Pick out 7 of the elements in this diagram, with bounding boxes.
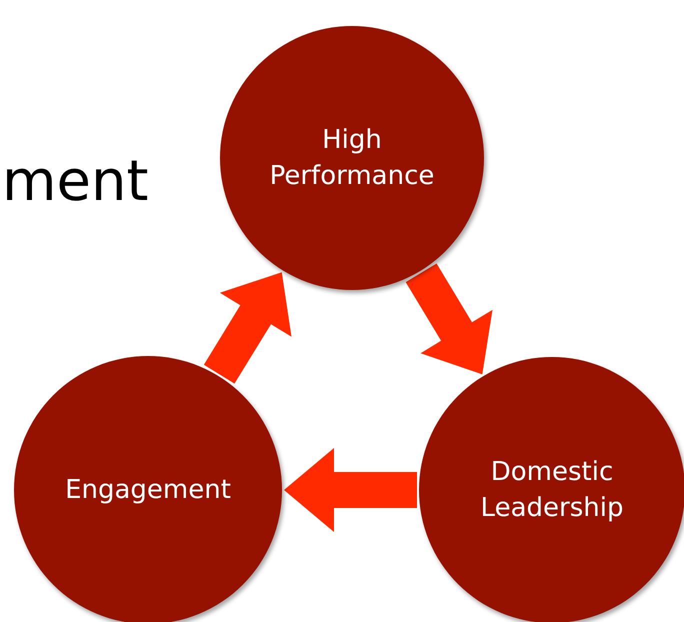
- node-label: Engagement: [65, 474, 231, 507]
- node-label: Domestic Leadership: [480, 456, 624, 525]
- slide-text-fragment: ment: [2, 150, 148, 214]
- node-label: High Performance: [268, 124, 436, 193]
- block-arrow: [406, 264, 492, 374]
- block-arrow: [204, 272, 292, 384]
- block-arrow: [284, 448, 417, 532]
